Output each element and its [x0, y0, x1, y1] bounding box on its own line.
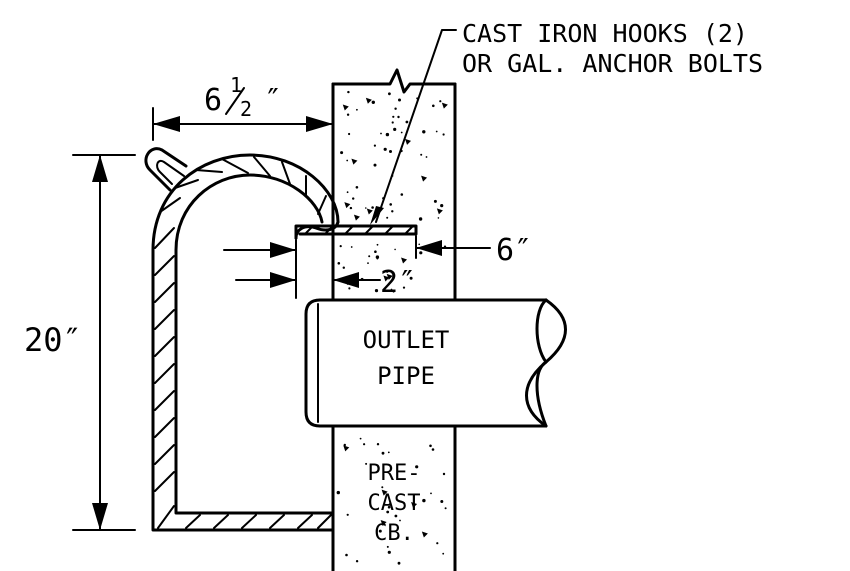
precast-line3: CB. [374, 521, 414, 546]
precast-line1: PRE- [368, 461, 421, 486]
dim-half-den: 2 [240, 97, 252, 121]
dim-half-num: 1 [230, 73, 242, 97]
lifting-handle [144, 147, 188, 192]
precast-label: PRE- CAST CB. [368, 461, 421, 546]
hooks-callout: CAST IRON HOOKS (2) OR GAL. ANCHOR BOLTS [370, 19, 763, 225]
concrete-stipple [336, 90, 448, 565]
dim-6in-label: 6″ [496, 233, 532, 268]
anchor-hook [294, 224, 418, 240]
precast-line2: CAST [368, 491, 421, 516]
dim-width-top: 6 1 2 ″ [152, 73, 334, 141]
outlet-pipe: OUTLET PIPE [304, 298, 567, 428]
pipe-label-line1: OUTLET [363, 326, 450, 354]
dim-20-label: 20″ [24, 321, 82, 359]
dim-height-left: 20″ [24, 154, 136, 531]
hooks-label-line1: CAST IRON HOOKS (2) [462, 19, 748, 48]
hood-section [144, 147, 340, 532]
dim-inch-mark: ″ [264, 83, 282, 118]
dim-2-label: 2″ [380, 265, 416, 300]
dim-2-inch: 2″ [223, 239, 416, 300]
pipe-label-line2: PIPE [377, 362, 435, 390]
dim-6-inch: 6″ [415, 233, 532, 268]
hooks-label-line2: OR GAL. ANCHOR BOLTS [462, 49, 763, 78]
hood-hatching [154, 156, 332, 529]
dim-6-label: 6 [204, 83, 222, 118]
wall-break-mark [331, 68, 457, 94]
